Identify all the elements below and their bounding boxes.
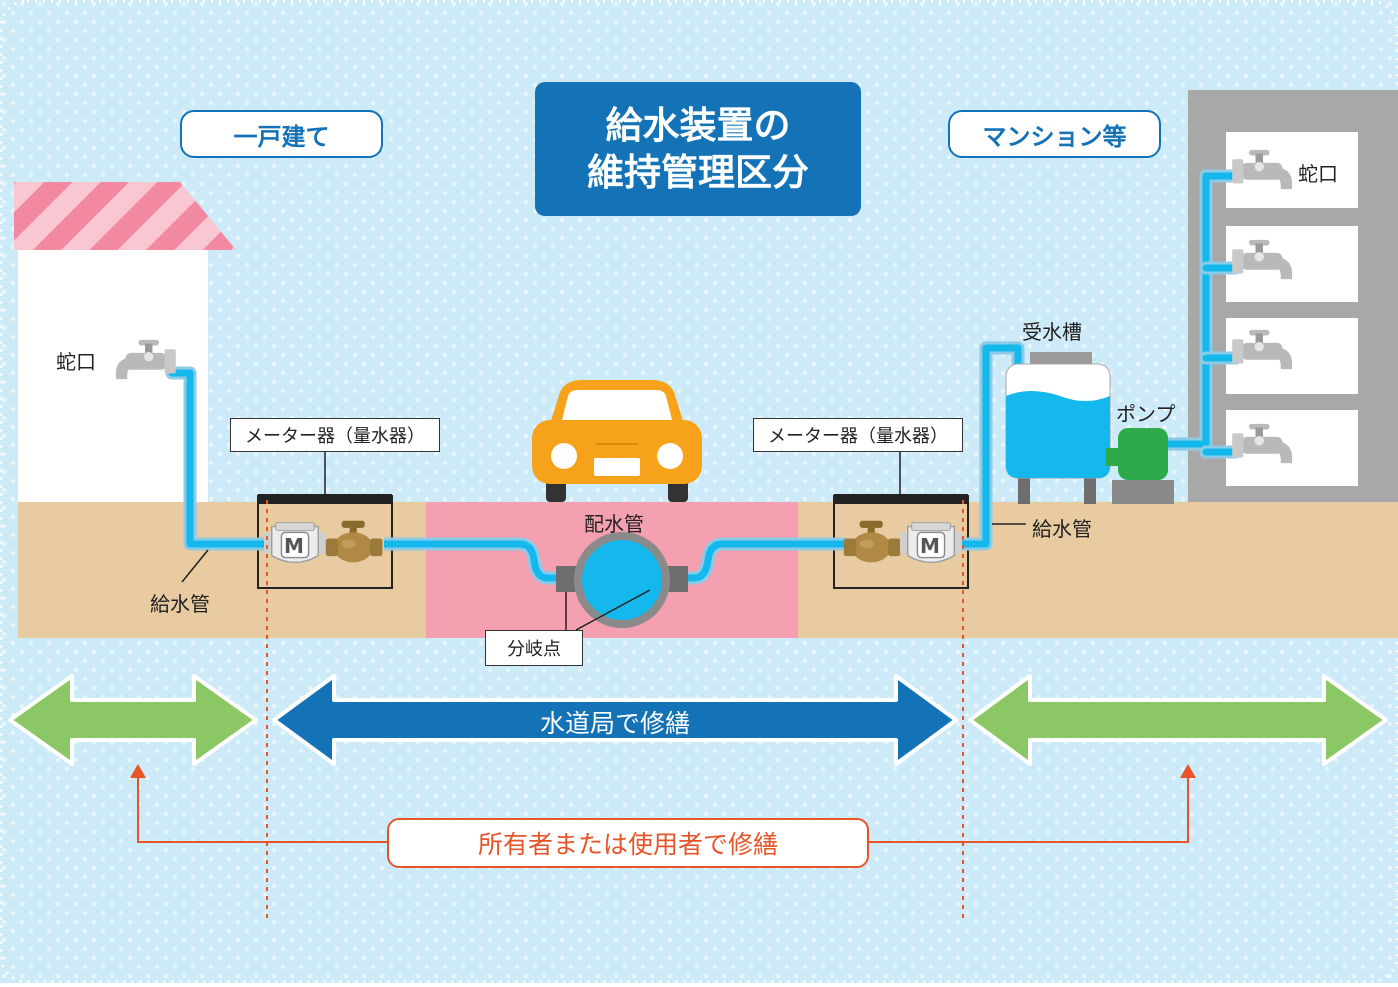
pump-icon (1106, 428, 1174, 504)
waterworks-arrow (272, 674, 958, 766)
house-icon (14, 182, 236, 502)
pump-label: ポンプ (1116, 402, 1176, 426)
meter-label-left: メーター器（量水器） (230, 418, 440, 452)
soil-right (798, 502, 1398, 638)
service-pipe-left (165, 366, 277, 551)
connecting-pipes (384, 537, 846, 585)
title-line-1: 給水装置の (605, 104, 791, 147)
meter-letter-right: M (920, 534, 940, 558)
water-tank-icon (1005, 352, 1111, 504)
service-pipe-right (947, 169, 1243, 551)
soil-left (18, 502, 428, 638)
owner-repair-label: 所有者または使用者で修繕 (387, 818, 869, 868)
title-line-2: 維持管理区分 (587, 151, 809, 194)
title-box: 給水装置の 維持管理区分 (535, 82, 861, 216)
section-label-detached-house: 一戸建て (180, 110, 383, 158)
branch-point-label: 分岐点 (485, 630, 583, 666)
service-pipe-label-right: 給水管 (1032, 517, 1092, 541)
section-label-apartment: マンション等 (948, 110, 1161, 158)
tank-label: 受水槽 (1022, 320, 1082, 344)
meter-letter-left: M (284, 534, 304, 558)
owner-arrow-right (968, 674, 1388, 766)
main-pipe-label: 配水管 (584, 512, 644, 536)
service-pipe-label-left: 給水管 (150, 592, 210, 616)
waterworks-repair-label: 水道局で修繕 (539, 709, 690, 738)
faucet-label-right: 蛇口 (1298, 162, 1338, 186)
meter-label-right: メーター器（量水器） (753, 418, 963, 452)
car-icon (532, 380, 702, 502)
apartment-icon (1188, 90, 1398, 502)
owner-arrow-left (8, 674, 258, 766)
owner-connector (137, 776, 1189, 843)
water-main-icon (556, 532, 688, 631)
faucet-label-left: 蛇口 (56, 350, 96, 374)
